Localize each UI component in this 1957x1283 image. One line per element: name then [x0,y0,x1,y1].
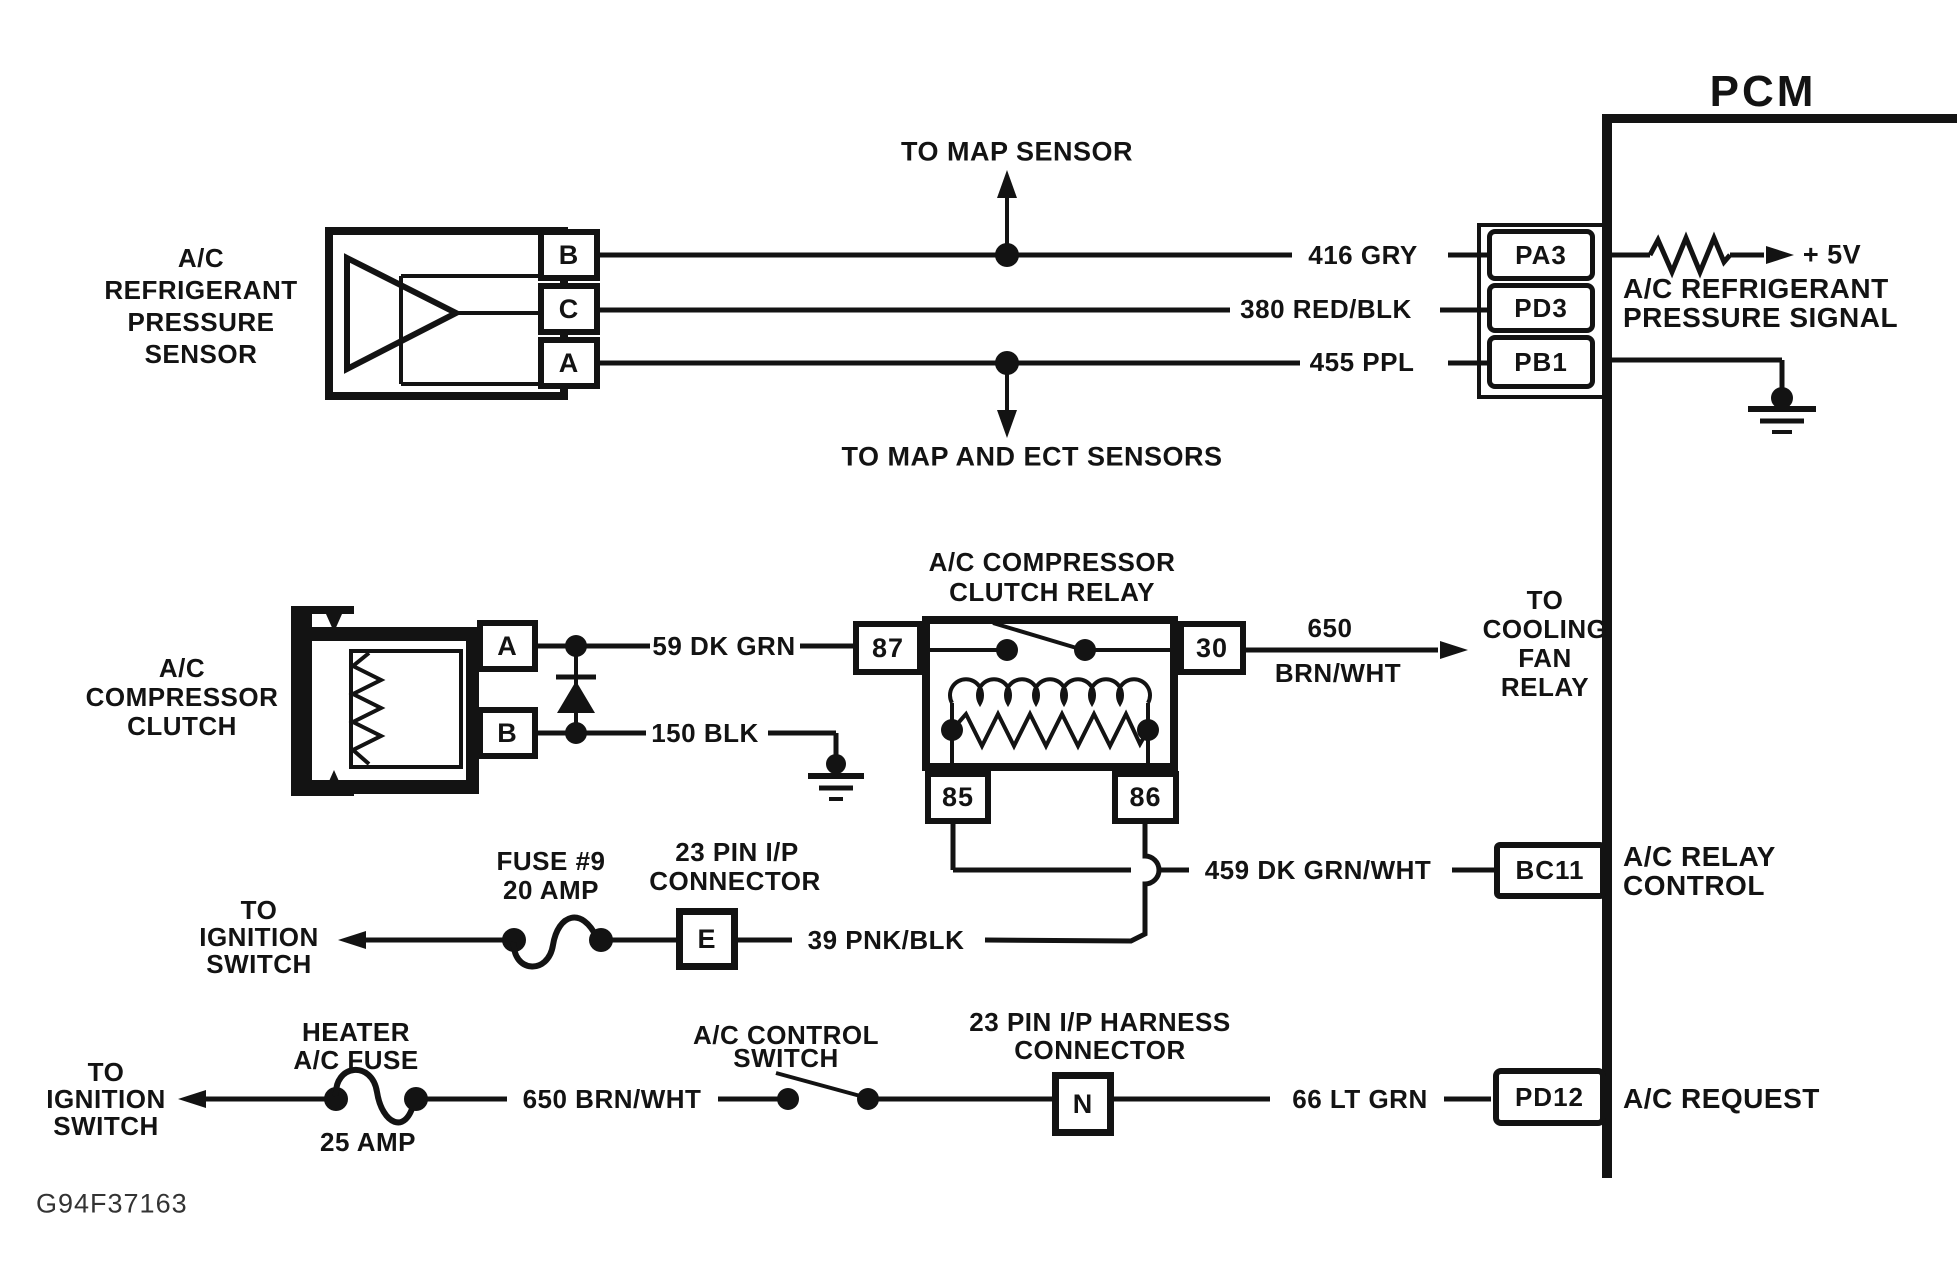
wire-label-380: 380 RED/BLK [1240,294,1412,324]
ignition-switch-label: SWITCH [53,1111,159,1141]
pcm-pin-pd3: PD3 [1487,283,1595,333]
harness-connector-label: CONNECTOR [1014,1035,1186,1065]
wire-label-59: 59 DK GRN [652,631,796,661]
relay-switch-contacts [922,621,1178,661]
document-id: G94F37163 [36,1188,188,1219]
junction-dot [565,722,587,744]
relay-pin-30: 30 [1178,621,1246,675]
ac-control-switch-label: SWITCH [733,1043,839,1073]
wire-label-39: 39 PNK/BLK [807,925,965,955]
sensor-label: A/C [177,243,225,273]
ip-connector-label: 23 PIN I/P [675,837,799,867]
arrow-right-icon [1440,641,1468,659]
fuse9-name-label: FUSE #9 [496,846,606,876]
arrow-left-icon [338,931,366,949]
clutch-pin-b: B [477,707,538,759]
wire-59-dk-grn [538,635,855,657]
relay-box [922,616,1178,771]
ignition-switch-label: SWITCH [206,949,312,979]
diode-icon [556,651,596,728]
ac-control-switch-icon [775,1071,1052,1110]
ip-connector-label: CONNECTOR [649,866,821,896]
arrow-left-icon [178,1090,206,1108]
arrow-right-icon [1766,246,1794,264]
sensor-label: PRESSURE [127,307,275,337]
cooling-fan-label: COOLING [1482,614,1608,644]
heater-fuse-rating-label: 25 AMP [320,1127,416,1157]
junction-dot [565,635,587,657]
pressure-sensor-box [325,227,568,400]
fuse-icon [332,1066,417,1126]
clutch-label: COMPRESSOR [85,682,279,712]
pcm-pin-frame [1477,223,1608,399]
pcm-pin-bc11: BC11 [1494,842,1606,899]
relay-control-label: A/C RELAY [1623,841,1776,872]
pcm-pin-pa3: PA3 [1487,229,1595,281]
ac-control-switch-label: A/C CONTROL [692,1020,880,1050]
ac-request-label: A/C REQUEST [1623,1083,1820,1114]
cooling-fan-label: FAN [1518,643,1572,673]
wire-150-blk [538,722,864,801]
wire-86-to-39-pnk-blk [984,824,1162,944]
wire-459-dk-grn-wht [950,824,1494,873]
wire-label-650-color: BRN/WHT [1274,658,1402,688]
wire-label-150: 150 BLK [651,718,759,748]
ip-connector-pin-e: E [676,908,738,970]
pb1-ground-icon [1612,357,1816,434]
cooling-fan-label: TO [1526,585,1564,615]
five-volt-label: + 5V [1802,239,1862,270]
wire-label-455: 455 PPL [1309,347,1415,377]
ignition-switch-label: TO [240,895,278,925]
relay-title: A/C COMPRESSOR [928,547,1176,577]
resistor-icon [1612,231,1794,279]
clutch-label: CLUTCH [127,711,237,741]
wire-label-416: 416 GRY [1308,240,1418,270]
relay-pin-86: 86 [1112,771,1179,824]
sensor-pin-a: A [538,337,600,389]
to-map-ect-arrow-icon [995,351,1019,438]
pcm-pin-pb1: PB1 [1487,335,1595,389]
sensor-label: REFRIGERANT [104,275,298,305]
heater-fuse-label: A/C FUSE [293,1045,419,1075]
heater-fuse-circuit [178,1066,784,1126]
sensor-pin-b: B [538,229,600,281]
to-map-sensor-label: TO MAP SENSOR [900,136,1134,167]
junction-dot [995,243,1019,267]
heater-fuse-label: HEATER [302,1017,410,1047]
wire-label-650b: 650 BRN/WHT [522,1084,702,1114]
fuse9-circuit [338,914,792,970]
to-map-sensor-arrow-icon [995,170,1019,267]
junction-dot [995,351,1019,375]
pcm-boundary [1602,114,1957,1178]
fuse-icon [510,914,600,970]
ignition-switch-label: TO [87,1057,125,1087]
pressure-sensor-symbol [344,253,538,386]
wire-label-459: 459 DK GRN/WHT [1204,855,1432,885]
ignition-switch-label: IGNITION [46,1084,166,1114]
relay-pin-85: 85 [925,771,991,824]
fuse9-rating-label: 20 AMP [503,875,599,905]
ignition-switch-label: IGNITION [199,922,319,952]
sensor-pin-c: C [538,283,600,335]
clutch-label: A/C [158,653,206,683]
relay-title: CLUTCH RELAY [949,577,1155,607]
sensor-label: SENSOR [144,339,258,369]
pcm-pin-pd12: PD12 [1493,1068,1606,1126]
harness-connector-pin-n: N [1052,1072,1114,1136]
compressor-clutch-symbol [291,606,479,796]
relay-control-label: CONTROL [1623,870,1765,901]
wire-650-brn-wht [1246,641,1468,659]
pcm-title: PCM [1709,67,1817,116]
harness-connector-label: 23 PIN I/P HARNESS [969,1007,1231,1037]
relay-pin-87: 87 [853,621,923,675]
wire-label-650-num: 650 [1307,613,1353,643]
pressure-signal-label: PRESSURE SIGNAL [1623,302,1899,333]
ground-icon [808,754,864,801]
to-map-ect-label: TO MAP AND ECT SENSORS [841,441,1223,472]
cooling-fan-label: RELAY [1500,672,1590,702]
wire-label-66: 66 LT GRN [1292,1084,1428,1114]
pressure-signal-label: A/C REFRIGERANT [1623,273,1889,304]
clutch-pin-a: A [477,620,538,672]
